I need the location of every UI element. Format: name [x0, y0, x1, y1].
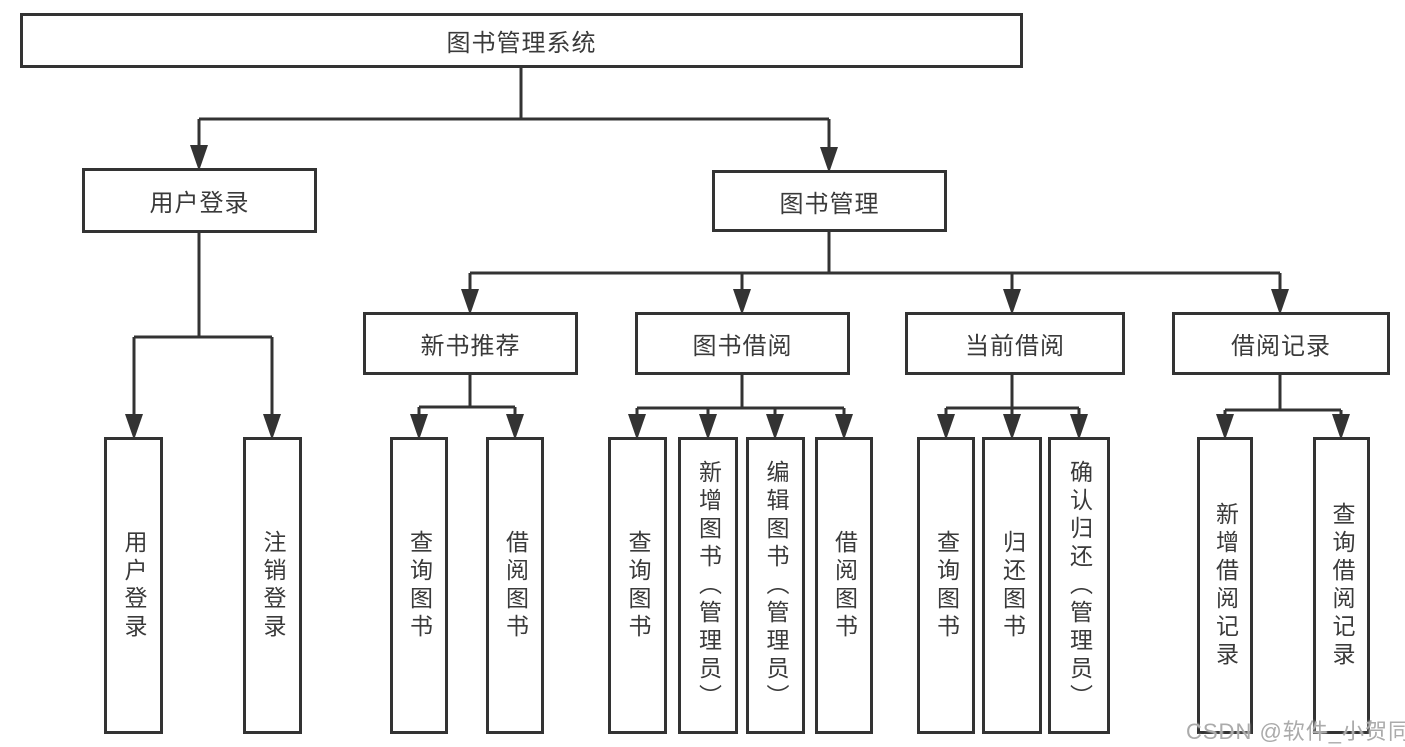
leaf-borrowing-query: 查询图书: [608, 437, 667, 734]
node-library-management-system: 图书管理系统: [20, 13, 1023, 68]
node-book-management: 图书管理: [712, 170, 947, 232]
node-label: 图书管理系统: [446, 30, 597, 57]
leaf-current-query: 查询图书: [917, 437, 975, 734]
node-new-book-recommendation: 新书推荐: [363, 312, 578, 375]
leaf-borrowing-edit-admin: 编辑图书（管理员）: [746, 437, 805, 734]
node-user-login: 用户登录: [82, 168, 317, 233]
node-label: 新书推荐: [420, 333, 521, 360]
leaf-label: 新增借阅记录: [1212, 501, 1239, 670]
leaf-label: 编辑图书（管理员）: [763, 459, 789, 712]
leaf-records-add: 新增借阅记录: [1197, 437, 1253, 734]
node-label: 图书借阅: [692, 333, 793, 360]
leaf-label: 借阅图书: [831, 529, 858, 642]
leaf-label: 查询图书: [933, 529, 960, 642]
node-label: 用户登录: [149, 190, 250, 217]
arrowheads: [125, 145, 1350, 440]
leaf-label: 查询图书: [406, 529, 433, 642]
node-label: 借阅记录: [1231, 333, 1331, 360]
leaf-new-books-query: 查询图书: [390, 437, 448, 734]
node-borrowing-records: 借阅记录: [1172, 312, 1390, 375]
leaf-borrowing-add-admin: 新增图书（管理员）: [678, 437, 738, 734]
leaf-current-return: 归还图书: [982, 437, 1042, 734]
leaf-label: 查询图书: [625, 529, 651, 642]
leaf-label: 确认归还（管理员）: [1066, 459, 1093, 712]
leaf-label: 查询借阅记录: [1329, 501, 1355, 670]
leaf-user-login: 用户登录: [104, 437, 163, 734]
leaf-records-query: 查询借阅记录: [1313, 437, 1370, 734]
node-label: 图书管理: [779, 190, 880, 218]
node-current-borrowing: 当前借阅: [905, 312, 1125, 375]
leaf-borrowing-borrow: 借阅图书: [815, 437, 873, 734]
leaf-current-confirm-admin: 确认归还（管理员）: [1048, 437, 1110, 734]
node-book-borrowing: 图书借阅: [635, 312, 850, 375]
leaf-label: 新增图书（管理员）: [695, 459, 722, 712]
csdn-watermark: CSDN @软件_小贺同学: [1186, 719, 1405, 744]
leaf-label: 借阅图书: [502, 529, 529, 642]
leaf-logout: 注销登录: [243, 437, 302, 734]
leaf-label: 用户登录: [121, 529, 147, 642]
leaf-new-books-borrow: 借阅图书: [486, 437, 544, 734]
node-label: 当前借阅: [965, 333, 1065, 360]
leaf-label: 归还图书: [999, 529, 1026, 642]
leaf-label: 注销登录: [260, 529, 286, 642]
